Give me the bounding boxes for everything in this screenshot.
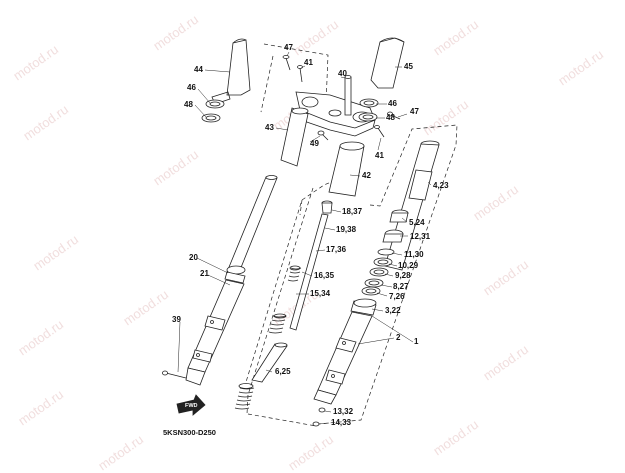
diagram-code: 5KSN300-D250	[163, 428, 216, 437]
axle-bolt-left	[162, 370, 187, 379]
oil-seal-stack	[361, 209, 409, 296]
damper-rod	[289, 213, 329, 331]
washer-left	[201, 99, 225, 123]
main-spring	[234, 383, 255, 410]
callout-48: 48	[386, 113, 395, 122]
callout-17-36: 17,36	[326, 245, 347, 254]
fork-tube-upper-right	[328, 141, 365, 197]
damper-cylinder	[251, 342, 288, 383]
callout-48: 48	[184, 100, 193, 109]
callout-21: 21	[200, 269, 209, 278]
callout-13-32: 13,32	[333, 407, 354, 416]
callout-41: 41	[304, 58, 313, 67]
fork-bushing	[408, 169, 433, 201]
callout-9-28: 9,28	[395, 271, 411, 280]
callout-18-37: 18,37	[342, 207, 363, 216]
callout-39: 39	[172, 315, 181, 324]
outer-tube-left	[185, 265, 246, 386]
callout-43: 43	[265, 123, 274, 132]
callout-19-38: 19,38	[336, 225, 357, 234]
damper-spring-mid	[268, 313, 287, 334]
fork-tube-upper-left	[280, 107, 309, 167]
callout-11-30: 11,30	[404, 250, 424, 259]
damper-cap	[321, 200, 333, 214]
callout-20: 20	[189, 253, 198, 262]
callout-16-35: 16,35	[314, 271, 335, 280]
callout-1: 1	[414, 337, 419, 346]
callout-3-22: 3,22	[385, 306, 401, 315]
callout-40: 40	[338, 69, 347, 78]
callout-45: 45	[404, 62, 413, 71]
callout-8-27: 8,27	[393, 282, 409, 291]
callout-12-31: 12,31	[410, 232, 431, 241]
outer-tube-right	[313, 298, 377, 405]
bolt	[282, 55, 401, 141]
callout-47: 47	[410, 107, 419, 116]
rebound-spring	[287, 265, 302, 282]
fork-cover-left	[211, 38, 251, 105]
callout-46: 46	[388, 99, 397, 108]
callout-10-29: 10,29	[398, 261, 419, 270]
fork-cover-right	[358, 37, 405, 122]
callout-14-33: 14,33	[331, 418, 352, 427]
callout-44: 44	[194, 65, 203, 74]
inner-tube-left	[226, 175, 278, 276]
callout-15-34: 15,34	[310, 289, 331, 298]
callout-5-24: 5,24	[409, 218, 425, 227]
callout-46: 46	[187, 83, 196, 92]
callout-2: 2	[396, 333, 401, 342]
drain-bolt	[312, 407, 326, 427]
callout-42: 42	[362, 171, 371, 180]
callout-6-25: 6,25	[275, 367, 291, 376]
callout-4-23: 4,23	[433, 181, 449, 190]
leader-lines	[177, 51, 432, 425]
fwd-arrow-icon	[176, 394, 206, 416]
callout-49: 49	[310, 139, 319, 148]
steering-stem	[344, 75, 352, 116]
callout-7-26: 7,26	[389, 292, 405, 301]
fwd-label: FWD	[185, 403, 198, 409]
callout-47: 47	[284, 43, 293, 52]
callout-41: 41	[375, 151, 384, 160]
